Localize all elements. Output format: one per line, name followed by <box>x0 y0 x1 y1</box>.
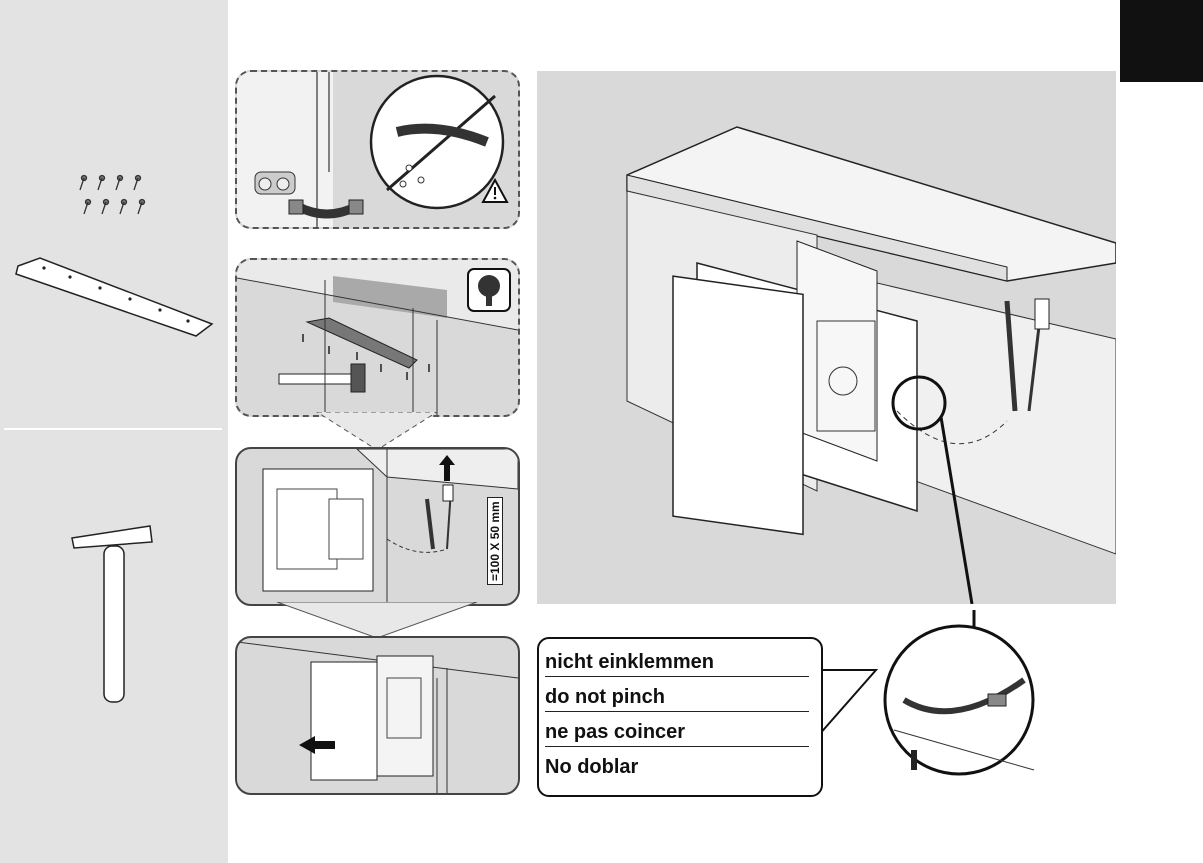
screws-icon <box>0 160 228 400</box>
mounting-plate-icon <box>16 258 212 336</box>
do-not-pinch-label-box: nicht einklemmen do not pinch ne pas coi… <box>537 637 823 797</box>
main-installation-illustration <box>537 71 1116 604</box>
routing-panel: =100 X 50 mm <box>235 447 520 606</box>
label-de: nicht einklemmen <box>545 651 809 677</box>
callout-pointer <box>814 664 884 744</box>
label-fr: ne pas coincer <box>545 721 809 747</box>
fixing-plate-panel <box>235 258 520 417</box>
label-en: do not pinch <box>545 686 809 712</box>
opening-dimension: =100 X 50 mm <box>487 497 503 585</box>
section-tab <box>1120 0 1203 82</box>
hammer-icon <box>0 520 228 740</box>
hose-connection-panel <box>235 70 520 229</box>
tree-icon <box>467 268 511 312</box>
label-es: No doblar <box>545 756 809 781</box>
detail-magnifier <box>874 610 1044 780</box>
insert-appliance-panel <box>235 636 520 795</box>
panel-connector <box>237 412 518 452</box>
parts-sidebar <box>0 0 228 863</box>
sidebar-divider <box>4 428 222 430</box>
arrow-left-icon <box>297 734 337 756</box>
warning-triangle-icon <box>481 178 509 204</box>
arrow-up-icon <box>437 453 457 483</box>
